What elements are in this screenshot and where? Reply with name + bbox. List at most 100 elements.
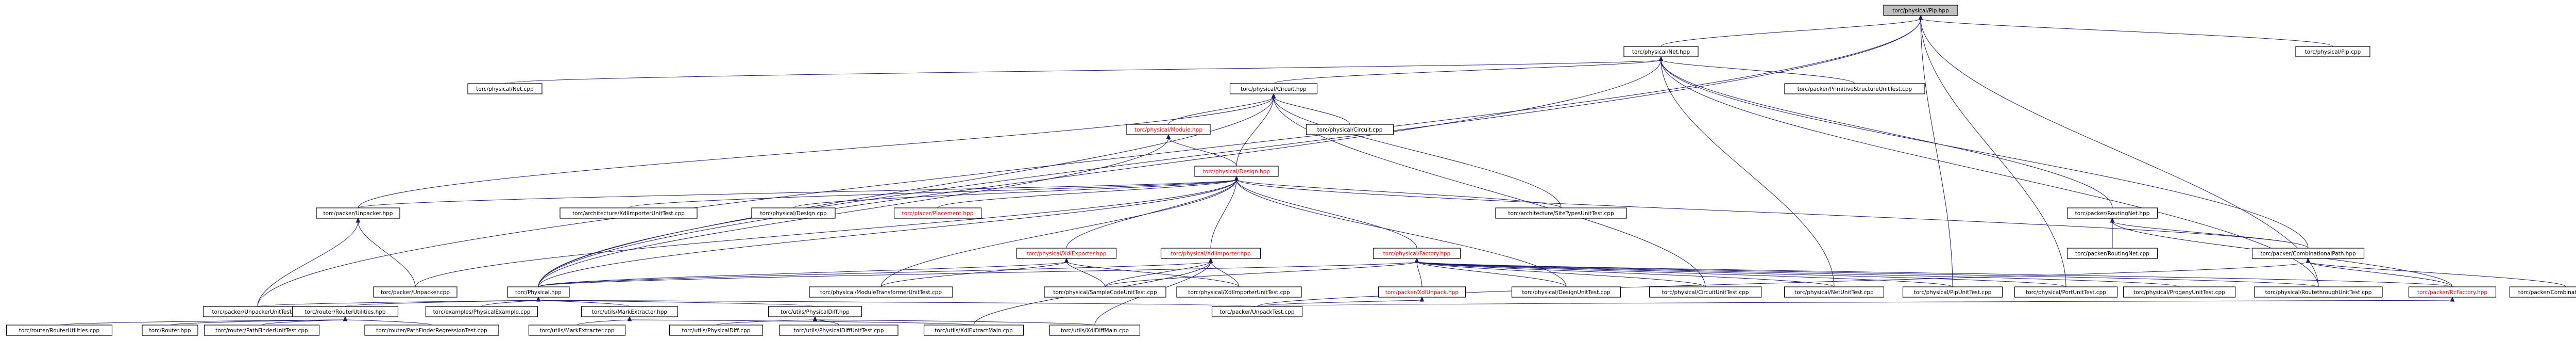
node-label: torc/packer/RoutingNet.cpp (2075, 251, 2149, 257)
node-box (923, 325, 1024, 336)
edge-xdl-extract-main-to-mark-extracter-hpp (629, 319, 974, 326)
node-box (1229, 83, 1318, 94)
node-xdl-exporter-hpp[interactable]: torc/physical/XdlExporter.hpp (1016, 248, 1117, 259)
node-xdl-diff-main[interactable]: torc/utils/XdlDiffMain.cpp (1049, 325, 1141, 336)
node-path-finder-reg[interactable]: torc/router/PathFinderRegressionTest.cpp (364, 325, 499, 336)
node-router-hpp[interactable]: torc/Router.hpp (142, 325, 198, 336)
node-routing-net-cpp[interactable]: torc/packer/RoutingNet.cpp (2066, 248, 2158, 259)
node-xdl-unpack-hpp[interactable]: torc/packer/XdlUnpack.hpp (1378, 286, 1466, 298)
node-physical-diff-cpp[interactable]: torc/utils/PhysicalDiff.cpp (669, 325, 764, 336)
edge-arrowhead (1166, 134, 1171, 139)
node-xdl-extract-main[interactable]: torc/utils/XdlExtractMain.cpp (923, 325, 1024, 336)
node-pip-hpp[interactable]: torc/physical/Pip.hpp (1883, 5, 1958, 16)
node-label: torc/physical/PipUnitTest.cpp (1914, 289, 1992, 296)
edge-circuit-ut-to-factory-hpp (1416, 261, 1706, 287)
node-physical-example[interactable]: torc/examples/PhysicalExample.cpp (425, 306, 538, 317)
node-site-types-ut[interactable]: torc/architecture/SiteTypesUnitTest.cpp (1495, 207, 1627, 219)
node-circuit-cpp[interactable]: torc/physical/Circuit.cpp (1306, 124, 1394, 135)
node-label: torc/physical/Pip.cpp (2305, 49, 2361, 55)
edge-pip-ut-to-factory-hpp (1416, 261, 1953, 287)
node-label: torc/examples/PhysicalExample.cpp (433, 309, 531, 315)
node-router-utilities-cpp[interactable]: torc/router/RouterUtilities.cpp (6, 325, 113, 336)
node-label: torc/physical/Module.hpp (1134, 127, 1202, 133)
node-xdl-importer-hpp[interactable]: torc/physical/XdlImporter.hpp (1160, 248, 1261, 259)
node-box (425, 306, 538, 317)
node-comb-path-hpp[interactable]: torc/packer/CombinationalPath.hpp (2251, 248, 2365, 259)
node-xdl-importer-ut[interactable]: torc/architecture/XdlImporterUnitTest.cp… (560, 207, 698, 219)
edge-layer (59, 14, 2566, 326)
node-box (768, 306, 862, 317)
node-unpack-test[interactable]: torc/packer/UnpackTest.cpp (1211, 306, 1303, 317)
node-unpacker-ut[interactable]: torc/packer/UnpackerUnitTest.cpp (202, 306, 313, 317)
edge-comb-path-hpp-to-design-hpp (1236, 179, 2309, 249)
node-module-hpp[interactable]: torc/physical/Module.hpp (1126, 124, 1211, 135)
node-placement-hpp[interactable]: torc/placer/Placement.hpp (893, 207, 982, 219)
edge-module-hpp-to-circuit-hpp (1168, 96, 1274, 125)
node-rc-factory-hpp[interactable]: torc/packer/RcFactory.hpp (2408, 286, 2497, 298)
node-route-through-ut[interactable]: torc/physical/RoutethroughUnitTest.cpp (2254, 286, 2383, 298)
node-mark-extracter-cpp[interactable]: torc/utils/MarkExtracter.cpp (528, 325, 626, 336)
node-circuit-ut[interactable]: torc/physical/CircuitUnitTest.cpp (1649, 286, 1762, 298)
node-path-finder-ut[interactable]: torc/router/PathFinderUnitTest.cpp (204, 325, 320, 336)
node-box (1016, 248, 1117, 259)
edge-arrowhead (812, 316, 818, 321)
edge-arrowhead (1064, 257, 1069, 263)
node-box (6, 325, 113, 336)
edge-route-through-ut-to-factory-hpp (1416, 261, 2319, 287)
node-label: torc/packer/Unpacker.hpp (324, 211, 393, 217)
node-unpacker-hpp[interactable]: torc/packer/Unpacker.hpp (316, 207, 400, 219)
node-xdl-importer-ut2[interactable]: torc/physical/XdlImporterUnitTest.cpp (1176, 286, 1302, 298)
node-physical-diff-ut[interactable]: torc/utils/PhysicalDiffUnitTest.cpp (779, 325, 899, 336)
node-box (893, 207, 982, 219)
node-box (1511, 286, 1621, 298)
edge-physical-diff-cpp-to-physical-diff-hpp (716, 319, 816, 326)
edge-physical-hpp-to-pip-hpp (538, 18, 1921, 287)
node-label: torc/architecture/XdlImporterUnitTest.cp… (572, 211, 685, 217)
node-module-transformer-ut[interactable]: torc/physical/ModuleTransformerUnitTest.… (809, 286, 953, 298)
node-design-cpp[interactable]: torc/physical/Design.cpp (751, 207, 836, 219)
edge-sample-code-ut-to-xdl-importer-hpp (1105, 261, 1211, 287)
node-routing-net-hpp[interactable]: torc/packer/RoutingNet.hpp (2066, 207, 2158, 219)
node-router-utilities-hpp[interactable]: torc/router/RouterUtilities.hpp (292, 306, 399, 317)
node-design-ut[interactable]: torc/physical/DesignUnitTest.cpp (1511, 286, 1621, 298)
edge-path-finder-reg-to-router-utilities-hpp (345, 319, 432, 326)
edge-port-ut-to-pip-hpp (1920, 18, 2066, 287)
node-label: torc/physical/ModuleTransformerUnitTest.… (820, 289, 942, 296)
node-factory-hpp[interactable]: torc/physical/Factory.hpp (1372, 248, 1461, 259)
node-mark-extracter-hpp[interactable]: torc/utils/MarkExtracter.hpp (581, 306, 679, 317)
node-pip-ut[interactable]: torc/physical/PipUnitTest.cpp (1902, 286, 2003, 298)
node-box (2251, 248, 2365, 259)
edge-prim-struct-to-net-hpp (1660, 59, 1855, 84)
edge-arrowhead (627, 316, 632, 321)
node-box (1176, 286, 1302, 298)
node-box (2066, 248, 2158, 259)
edge-arrowhead (1414, 257, 1419, 263)
node-net-ut[interactable]: torc/physical/NetUnitTest.cpp (1784, 286, 1885, 298)
edge-physical-hpp-to-module-hpp (538, 137, 1169, 287)
node-label: torc/utils/MarkExtracter.cpp (539, 328, 615, 334)
node-box (1306, 124, 1394, 135)
node-prim-struct[interactable]: torc/packer/PrimitiveStructureUnitTest.c… (1784, 83, 1925, 94)
node-label: torc/physical/XdlImporterUnitTest.cpp (1188, 289, 1290, 296)
node-design-hpp[interactable]: torc/physical/Design.hpp (1194, 166, 1279, 177)
node-unpacker-cpp[interactable]: torc/packer/Unpacker.cpp (373, 286, 457, 298)
node-progeny-ut[interactable]: torc/physical/ProgenyUnitTest.cpp (2123, 286, 2236, 298)
node-circuit-hpp[interactable]: torc/physical/Circuit.hpp (1229, 83, 1318, 94)
edge-rc-factory-hpp-to-factory-hpp (1416, 261, 2453, 287)
node-physical-hpp[interactable]: torc/Physical.hpp (507, 286, 570, 298)
node-pip-cpp[interactable]: torc/physical/Pip.cpp (2295, 46, 2370, 57)
edge-xdl-diff-main-to-physical-diff-hpp (815, 319, 1095, 326)
node-box (2295, 46, 2370, 57)
node-box (2066, 207, 2158, 219)
node-box (467, 83, 543, 94)
edge-arrowhead (1419, 296, 1425, 302)
node-net-cpp[interactable]: torc/physical/Net.cpp (467, 83, 543, 94)
node-label: torc/physical/DesignUnitTest.cpp (1522, 289, 1611, 296)
node-label: torc/utils/XdlExtractMain.cpp (935, 328, 1013, 334)
node-physical-diff-hpp[interactable]: torc/utils/PhysicalDiff.hpp (768, 306, 862, 317)
node-port-ut[interactable]: torc/physical/PortUnitTest.cpp (2014, 286, 2118, 298)
node-comb-path-cpp[interactable]: torc/packer/CombinationalPath.cpp (2509, 286, 2576, 298)
node-net-hpp[interactable]: torc/physical/Net.hpp (1623, 46, 1699, 57)
node-sample-code-ut[interactable]: torc/physical/SampleCodeUnitTest.cpp (1044, 286, 1166, 298)
node-label: torc/physical/NetUnitTest.cpp (1794, 289, 1874, 296)
